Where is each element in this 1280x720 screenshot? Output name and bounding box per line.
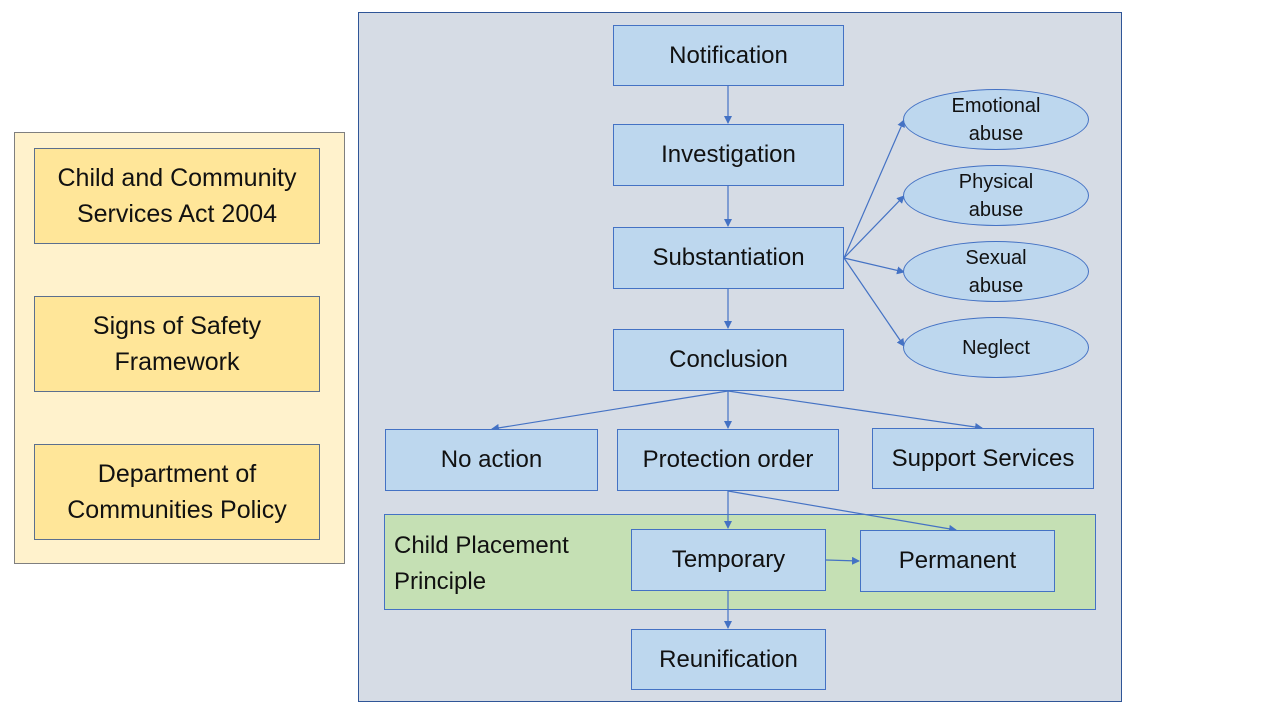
physical-abuse-label: Physical abuse — [958, 170, 1034, 221]
child-placement-label: Child Placement Principle — [394, 532, 569, 595]
support-services-box: Support Services — [872, 428, 1094, 489]
emotional-abuse-oval: Emotional abuse — [903, 89, 1089, 150]
neglect-label: Neglect — [962, 336, 1030, 359]
reunification-label: Reunification — [659, 645, 798, 673]
protection-order-label: Protection order — [642, 446, 814, 473]
no-action-label: No action — [440, 446, 543, 473]
support-services-label: Support Services — [891, 444, 1075, 472]
investigation-label: Investigation — [661, 141, 796, 168]
policy-label: Department of Communities Policy — [67, 460, 287, 524]
substantiation-box: Substantiation — [613, 227, 844, 289]
notification-box: Notification — [613, 25, 844, 86]
policy-box: Department of Communities Policy — [34, 444, 320, 540]
permanent-label: Permanent — [898, 547, 1017, 574]
sexual-abuse-oval: Sexual abuse — [903, 241, 1089, 302]
permanent-box: Permanent — [860, 530, 1055, 592]
conclusion-box: Conclusion — [613, 329, 844, 391]
physical-abuse-oval: Physical abuse — [903, 165, 1089, 226]
reunification-box: Reunification — [631, 629, 826, 690]
act-label: Child and Community Services Act 2004 — [57, 164, 297, 228]
framework-box: Signs of Safety Framework — [34, 296, 320, 392]
temporary-box: Temporary — [631, 529, 826, 591]
substantiation-label: Substantiation — [652, 244, 805, 271]
investigation-box: Investigation — [613, 124, 844, 186]
temporary-label: Temporary — [671, 546, 786, 573]
emotional-abuse-label: Emotional abuse — [951, 94, 1041, 145]
conclusion-label: Conclusion — [669, 346, 788, 373]
framework-label: Signs of Safety Framework — [92, 312, 262, 376]
neglect-oval: Neglect — [903, 317, 1089, 378]
notification-label: Notification — [669, 41, 788, 69]
sexual-abuse-label: Sexual abuse — [965, 246, 1027, 297]
protection-order-box: Protection order — [617, 429, 839, 491]
act-box: Child and Community Services Act 2004 — [34, 148, 320, 244]
no-action-box: No action — [385, 429, 598, 491]
